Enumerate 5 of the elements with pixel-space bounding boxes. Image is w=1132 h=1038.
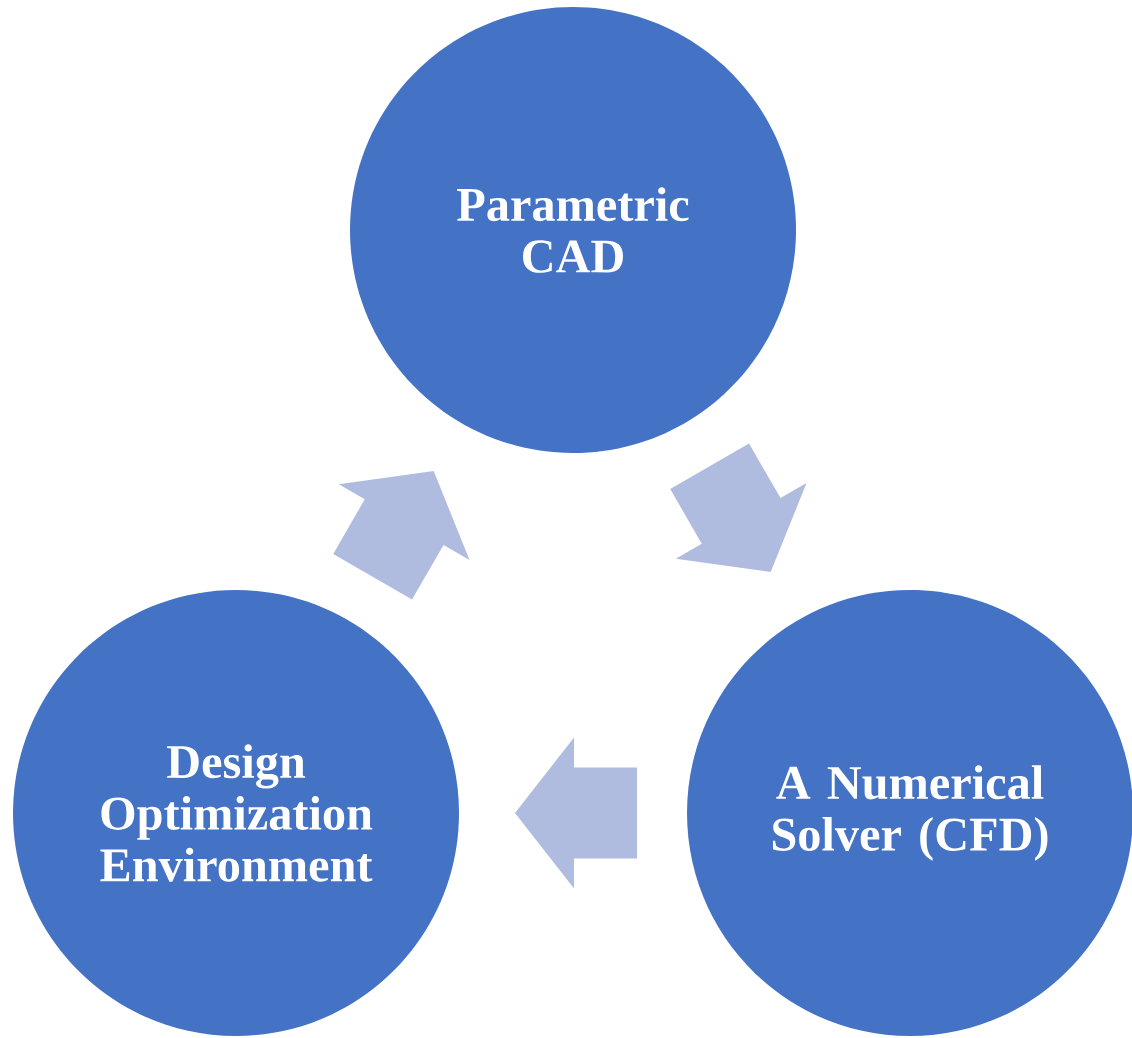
circle-node: Design Optimization Environment bbox=[13, 590, 459, 1036]
block-arrow bbox=[333, 471, 470, 600]
block-arrow bbox=[670, 443, 807, 572]
circle-node: Parametric CAD bbox=[350, 7, 796, 453]
block-arrow bbox=[515, 737, 638, 889]
